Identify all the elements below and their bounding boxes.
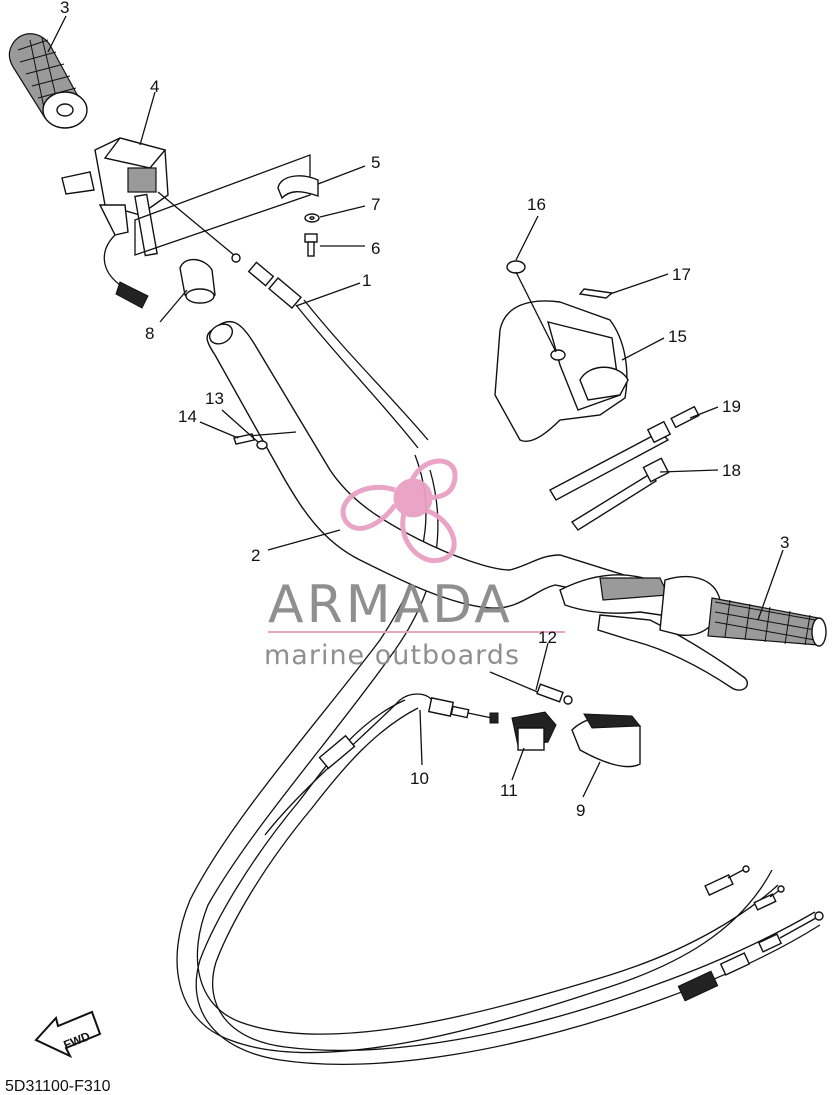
callout-3-right: 3	[780, 533, 789, 552]
callout-19: 19	[722, 397, 741, 416]
clamp-parts	[277, 175, 320, 257]
right-lever-assembly	[559, 574, 749, 691]
callout-3-left: 3	[60, 0, 69, 17]
lever-cover	[571, 713, 642, 768]
callout-12: 12	[538, 628, 557, 647]
callout-18: 18	[722, 461, 741, 480]
fwd-arrow-icon	[34, 1010, 102, 1059]
leader-lines	[47, 15, 784, 798]
callout-16: 16	[527, 195, 546, 214]
callout-7: 7	[371, 195, 380, 214]
short-cable	[489, 671, 573, 705]
callout-11: 11	[500, 781, 518, 800]
callout-10: 10	[410, 769, 429, 788]
throttle-housing	[61, 137, 169, 309]
watermark-title: ARMADA	[268, 575, 513, 635]
right-grip	[707, 597, 827, 647]
callout-14: 14	[178, 407, 197, 426]
cable-end-fittings	[677, 865, 824, 1002]
callout-5: 5	[371, 153, 380, 172]
callout-8: 8	[145, 324, 154, 343]
left-grip	[8, 33, 88, 129]
control-cables	[176, 454, 821, 1065]
cable-adjuster	[511, 711, 557, 751]
callout-15: 15	[668, 327, 687, 346]
callout-6: 6	[371, 239, 380, 258]
throttle-collar	[179, 258, 216, 304]
fwd-arrow: FWD	[34, 1010, 102, 1059]
armada-propeller-logo	[340, 458, 458, 564]
throttle-cable	[157, 191, 429, 449]
clutch-cable	[264, 693, 499, 836]
callout-2: 2	[251, 546, 260, 565]
watermark-subtitle: marine outboards	[264, 640, 520, 671]
callout-labels: 3 4 5 7 6 1 8 16 17 15 13 14 19 18 2 3 1…	[60, 0, 789, 820]
screw-spring	[233, 431, 297, 450]
callout-4: 4	[150, 77, 159, 96]
armada-watermark: ARMADA marine outboards	[264, 458, 565, 671]
diagram-code: 5D31100-F310	[5, 1078, 111, 1095]
callout-9: 9	[576, 801, 585, 820]
callout-17: 17	[672, 265, 691, 284]
callout-1: 1	[362, 271, 371, 290]
reference-lines	[134, 154, 311, 256]
callout-13: 13	[205, 389, 224, 408]
cable-ties	[549, 405, 700, 531]
handlebar-cover	[494, 260, 629, 442]
